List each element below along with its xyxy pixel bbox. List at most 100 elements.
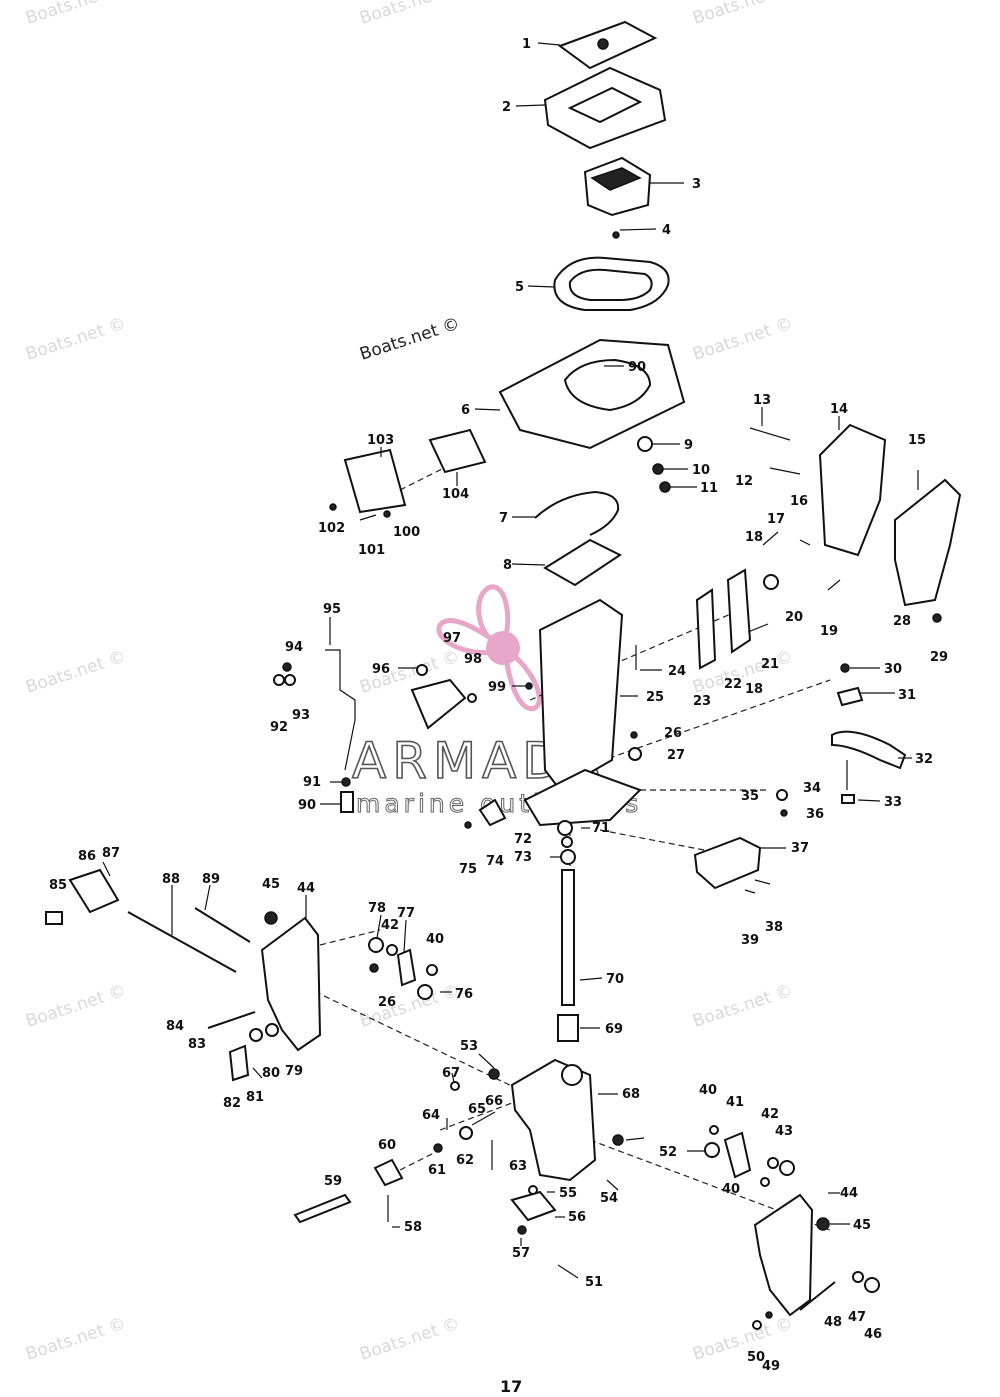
part-74-cap: [478, 798, 507, 827]
callout-25: 25: [646, 690, 664, 705]
callout-82: 82: [223, 1096, 241, 1111]
callout-83: 83: [188, 1037, 206, 1052]
callout-18-top: 18: [745, 530, 763, 545]
callout-24: 24: [668, 664, 686, 679]
callout-44-right: 44: [840, 1186, 858, 1201]
callout-56: 56: [568, 1210, 586, 1225]
part-50-washer: [752, 1320, 762, 1330]
page-number: 17: [500, 1377, 522, 1396]
callout-80: 80: [262, 1066, 280, 1081]
callout-17: 17: [767, 512, 785, 527]
part-12-screw: [769, 467, 801, 475]
part-91-nut: [341, 777, 351, 787]
part-29-nut: [932, 613, 942, 623]
part-22-bracket: [726, 568, 752, 654]
part-52-bushing: [704, 1142, 720, 1158]
callout-36: 36: [806, 807, 824, 822]
callout-94: 94: [285, 640, 303, 655]
part-8-gasket: [543, 538, 622, 587]
part-96-nut: [416, 664, 428, 676]
part-68-swivel: [510, 1058, 597, 1182]
part-97-bracket: [410, 678, 467, 730]
watermark: Boats.net ©: [23, 0, 128, 29]
part-81-pin: [252, 1067, 263, 1079]
callout-44: 44: [297, 881, 315, 896]
part-72-washer: [561, 836, 573, 848]
watermark: Boats.net ©: [357, 0, 462, 29]
callout-67: 67: [442, 1066, 460, 1081]
part-70-tube: [561, 869, 575, 1006]
callout-97: 97: [443, 631, 461, 646]
part-98-bushing: [467, 693, 477, 703]
part-75-screw: [464, 821, 472, 829]
callout-42: 42: [381, 918, 399, 933]
callout-22: 22: [724, 677, 742, 692]
part-40-screw-top: [709, 1125, 719, 1135]
callout-91: 91: [303, 775, 321, 790]
callout-38: 38: [765, 920, 783, 935]
callout-102: 102: [318, 521, 345, 536]
part-32-arm: [831, 730, 907, 770]
callout-68: 68: [622, 1087, 640, 1102]
callout-90-top: 90: [628, 360, 646, 375]
parts: [45, 20, 962, 1330]
callout-53: 53: [460, 1039, 478, 1054]
part-61-nut: [433, 1143, 443, 1153]
callout-100: 100: [393, 525, 420, 540]
part-10-washer: [652, 463, 664, 475]
callout-2: 2: [502, 100, 511, 115]
callout-77: 77: [397, 906, 415, 921]
callout-30: 30: [884, 662, 902, 677]
callout-37: 37: [791, 841, 809, 856]
part-101-bolt: [359, 514, 377, 521]
part-30-nut: [840, 663, 850, 673]
part-78-bushing: [368, 937, 384, 953]
part-45-nut: [264, 911, 278, 925]
part-103-plate: [343, 448, 407, 514]
part-25-housing: [538, 598, 624, 792]
callout-48: 48: [824, 1315, 842, 1330]
callout-46: 46: [864, 1327, 882, 1342]
watermarks: Boats.net © Boats.net © Boats.net © Boat…: [23, 0, 795, 1365]
callout-52: 52: [659, 1145, 677, 1160]
part-76-bushing: [417, 984, 433, 1000]
part-86-lever: [68, 868, 120, 914]
callout-3: 3: [692, 177, 701, 192]
watermark: Boats.net ©: [690, 1314, 795, 1365]
watermark: Boats.net ©: [357, 981, 462, 1032]
callout-90: 90: [298, 798, 316, 813]
part-104-mount: [428, 428, 487, 474]
callout-99: 99: [488, 680, 506, 695]
callout-40-right-bottom: 40: [722, 1182, 740, 1197]
part-21-screw: [747, 623, 769, 633]
callout-85: 85: [49, 878, 67, 893]
callouts: 1 2 3 4 5 90 6 9 10 11 13 12 14 15 16 17…: [49, 37, 948, 1374]
part-7-hose: [534, 490, 620, 536]
part-65-pin: [471, 1111, 496, 1126]
part-38-screw: [754, 879, 771, 885]
callout-33: 33: [884, 795, 902, 810]
callout-60: 60: [378, 1138, 396, 1153]
callout-6: 6: [461, 403, 470, 418]
part-39-screw: [744, 889, 756, 894]
callout-42-right: 42: [761, 1107, 779, 1122]
part-84-screw: [207, 1011, 256, 1029]
callout-13: 13: [753, 393, 771, 408]
part-27-nut: [628, 747, 642, 761]
callout-39: 39: [741, 933, 759, 948]
callout-89: 89: [202, 872, 220, 887]
callout-65: 65: [468, 1102, 486, 1117]
part-93-nut: [284, 674, 296, 686]
callout-101: 101: [358, 543, 385, 558]
watermark: Boats.net ©: [357, 1314, 462, 1365]
callout-104: 104: [442, 487, 469, 502]
callout-61: 61: [428, 1163, 446, 1178]
part-99-screw: [525, 682, 533, 690]
part-3-opening: [590, 167, 642, 191]
callout-72: 72: [514, 832, 532, 847]
part-13-screw: [749, 427, 791, 441]
part-82-plate: [228, 1044, 250, 1082]
part-100-washer: [383, 510, 391, 518]
part-53-nut-right: [612, 1134, 624, 1146]
callout-21: 21: [761, 657, 779, 672]
